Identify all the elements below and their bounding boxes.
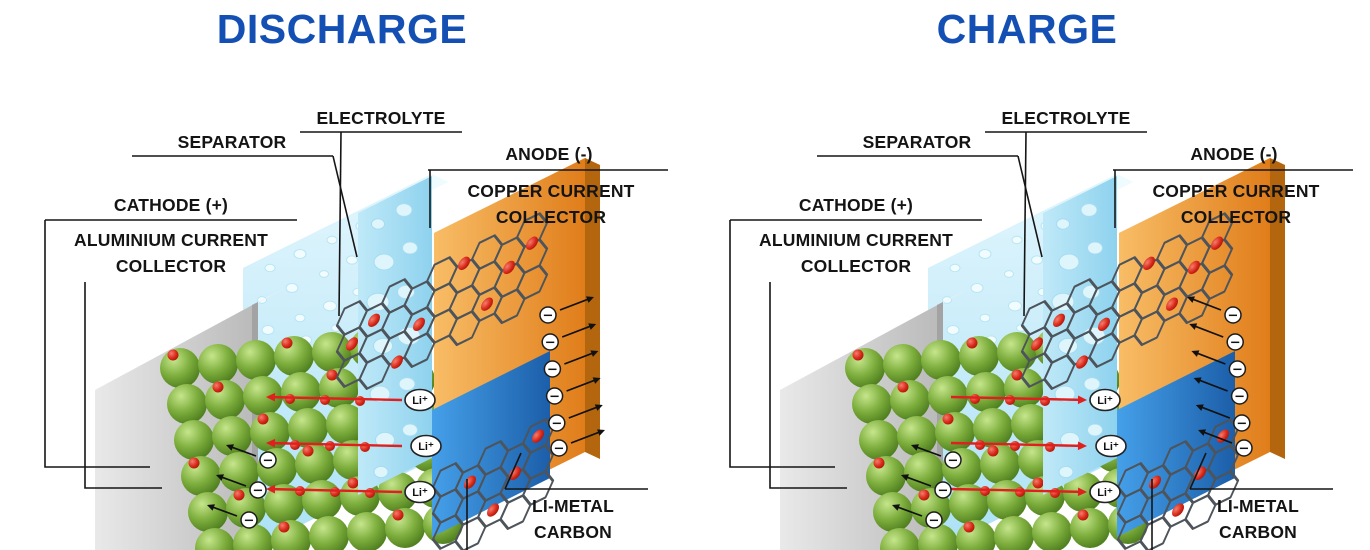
svg-text:−: − — [1228, 309, 1239, 324]
svg-text:−: − — [549, 390, 560, 405]
svg-text:−: − — [1236, 417, 1247, 432]
label-anode: ANODE (-) — [1190, 144, 1278, 164]
label-li-metal-carbon: LI-METAL CARBON — [532, 496, 614, 542]
svg-text:−: − — [948, 454, 959, 469]
label-leader-lines — [44, 131, 668, 550]
graphite-lattice — [1020, 212, 1240, 550]
svg-text:Li⁺: Li⁺ — [1097, 395, 1113, 407]
panel-discharge: DISCHARGE Li⁺ Li⁺ Li⁺ − − − − − − − − − SEPARATOR E… — [44, 6, 668, 550]
svg-text:Li⁺: Li⁺ — [1103, 441, 1119, 453]
svg-text:−: − — [244, 514, 255, 529]
svg-text:−: − — [551, 417, 562, 432]
svg-text:Li⁺: Li⁺ — [418, 441, 434, 453]
svg-text:−: − — [1234, 390, 1245, 405]
panel-charge: CHARGE Li⁺ Li⁺ Li⁺ − − − − − − − − − SEPARATOR ELEC… — [685, 0, 1370, 550]
li-ion-marker: Li⁺ — [1089, 480, 1121, 504]
discharge-battery-illustration: Li⁺ Li⁺ Li⁺ − − − − − − − − − — [44, 131, 668, 550]
svg-text:−: − — [543, 309, 554, 324]
label-cathode: CATHODE (+) — [113, 195, 229, 215]
charge-battery-illustration: Li⁺ Li⁺ Li⁺ − − − − − − − − − — [729, 131, 1353, 550]
li-ion-marker: Li⁺ — [404, 480, 436, 504]
li-ion-marker: Li⁺ — [1095, 434, 1127, 458]
li-metal-carbon-layer — [1117, 351, 1235, 537]
li-ion-flow: Li⁺ Li⁺ Li⁺ — [266, 388, 442, 504]
electron-flow: − − − − − − − − − — [207, 296, 605, 529]
label-copper-collector: COPPER CURRENT COLLECTOR — [467, 181, 635, 227]
svg-text:−: − — [263, 454, 274, 469]
li-ion-marker: Li⁺ — [410, 434, 442, 458]
label-cathode: CATHODE (+) — [798, 195, 914, 215]
li-ion-flow: Li⁺ Li⁺ Li⁺ — [950, 388, 1127, 504]
label-copper-collector: COPPER CURRENT COLLECTOR — [1152, 181, 1320, 227]
svg-text:−: − — [253, 484, 264, 499]
svg-text:−: − — [545, 336, 556, 351]
svg-text:−: − — [1239, 442, 1250, 457]
svg-text:−: − — [929, 514, 940, 529]
label-separator: SEPARATOR — [862, 132, 972, 152]
charge-title: CHARGE — [936, 6, 1118, 52]
label-leader-lines — [729, 131, 1353, 550]
label-aluminium-collector: ALUMINIUM CURRENT COLLECTOR — [759, 230, 953, 276]
label-electrolyte: ELECTROLYTE — [316, 108, 446, 128]
label-aluminium-collector: ALUMINIUM CURRENT COLLECTOR — [74, 230, 268, 276]
label-electrolyte: ELECTROLYTE — [1001, 108, 1131, 128]
svg-text:Li⁺: Li⁺ — [412, 487, 428, 499]
label-li-metal-carbon: LI-METAL CARBON — [1217, 496, 1299, 542]
svg-text:Li⁺: Li⁺ — [1097, 487, 1113, 499]
discharge-title: DISCHARGE — [216, 6, 468, 52]
svg-text:−: − — [938, 484, 949, 499]
svg-text:−: − — [547, 363, 558, 378]
label-separator: SEPARATOR — [177, 132, 287, 152]
svg-text:−: − — [554, 442, 565, 457]
li-metal-carbon-layer — [432, 351, 550, 537]
li-ion-marker: Li⁺ — [1089, 388, 1121, 412]
svg-text:−: − — [1232, 363, 1243, 378]
label-anode: ANODE (-) — [505, 144, 593, 164]
svg-text:Li⁺: Li⁺ — [412, 395, 428, 407]
electron-flow: − − − − − − − − − — [892, 296, 1253, 529]
svg-text:−: − — [1230, 336, 1241, 351]
li-ion-marker: Li⁺ — [404, 388, 436, 412]
